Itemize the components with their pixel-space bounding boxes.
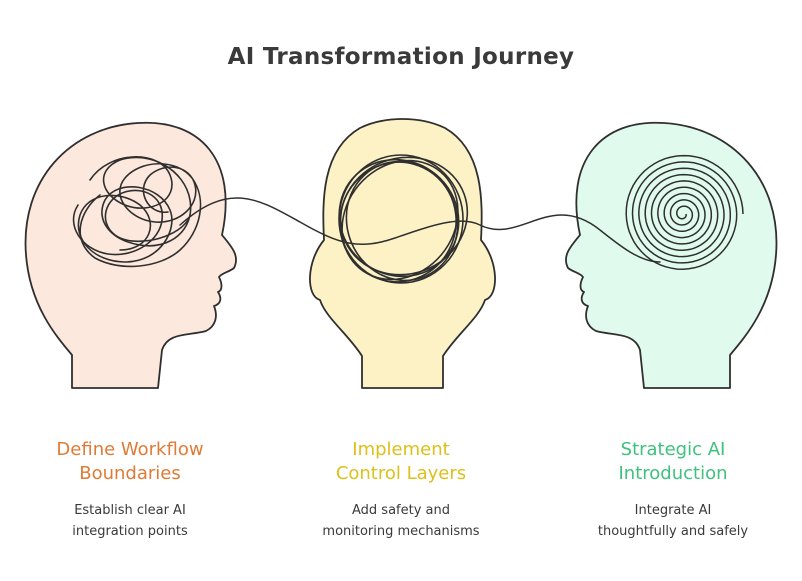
stage-description: Establish clear AI integration points	[0, 500, 260, 542]
stage-description-line: thoughtfully and safely	[543, 521, 802, 542]
stage-title-line: Control Layers	[271, 462, 531, 486]
stage-description-line: Integrate AI	[543, 500, 802, 521]
stage-title: Define Workflow Boundaries	[0, 438, 260, 486]
stage-title: Strategic AI Introduction	[543, 438, 802, 486]
stage-description-line: integration points	[0, 521, 260, 542]
stage-description-line: monitoring mechanisms	[271, 521, 531, 542]
stage-description: Integrate AI thoughtfully and safely	[543, 500, 802, 542]
stage-title-line: Define Workflow	[0, 438, 260, 462]
stage-description: Add safety and monitoring mechanisms	[271, 500, 531, 542]
stage-title-line: Implement	[271, 438, 531, 462]
stage-description-line: Add safety and	[271, 500, 531, 521]
stage-title-line: Boundaries	[0, 462, 260, 486]
stage-title-line: Introduction	[543, 462, 802, 486]
stage-title: Implement Control Layers	[271, 438, 531, 486]
head-outline-define	[26, 123, 237, 388]
stage-implement-control: Implement Control Layers Add safety and …	[271, 438, 531, 542]
stage-description-line: Establish clear AI	[0, 500, 260, 521]
stage-define-workflow: Define Workflow Boundaries Establish cle…	[0, 438, 260, 542]
stage-strategic-introduction: Strategic AI Introduction Integrate AI t…	[543, 438, 802, 542]
stage-title-line: Strategic AI	[543, 438, 802, 462]
